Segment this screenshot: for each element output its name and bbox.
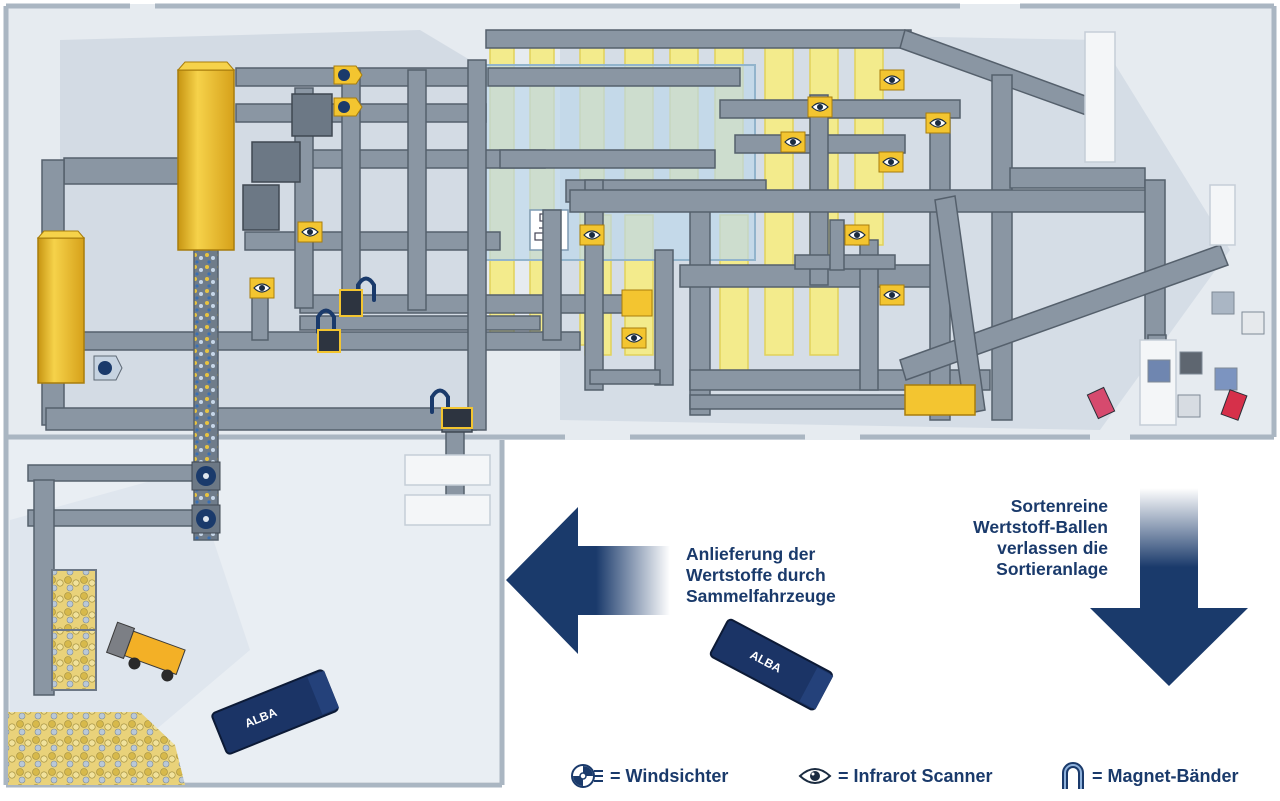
building-walls: [3, 3, 1277, 788]
bales-label-line: Sortenreine: [1010, 496, 1108, 516]
bales-label-line: Sortieranlage: [996, 559, 1108, 579]
windsichter-icon: [571, 764, 603, 788]
delivery-label-line: Wertstoffe durch: [686, 565, 826, 585]
legend-windsichter-label: = Windsichter: [610, 765, 729, 786]
eddy-current-unit: [621, 289, 653, 317]
delivery-label-line: Anlieferung der: [686, 544, 816, 564]
magnet-units: [316, 276, 450, 414]
wheel-loader: [105, 621, 186, 682]
drum-screen-small: [36, 230, 86, 384]
windsichter-units: [93, 65, 363, 534]
magnet-belt-blocks: [317, 289, 473, 429]
legend-magnet: = Magnet-Bänder: [1060, 762, 1239, 790]
output-bays: [404, 31, 1236, 526]
drum-screen-large: [176, 61, 236, 251]
legend-windsichter: = Windsichter: [570, 762, 728, 790]
waste-pile: [8, 712, 185, 785]
collection-truck-left: ALBA: [211, 669, 340, 755]
magnet-icon: [1062, 762, 1084, 789]
yellow-platform: [904, 384, 976, 416]
legend-infrared-scanner: = Infrarot Scanner: [798, 762, 993, 790]
conveyor-network: [27, 29, 1229, 696]
legend-infrared-scanner-label: = Infrarot Scanner: [838, 765, 993, 786]
material-bales: [1147, 291, 1265, 418]
bales-label-line: verlassen die: [997, 538, 1108, 558]
bales-label-line: Wertstoff-Ballen: [973, 517, 1108, 537]
delivery-arrow: [506, 507, 670, 654]
bales-label: Sortenreine Wertstoff-Ballen verlassen d…: [973, 496, 1108, 580]
infrared-scanner-icon: [798, 768, 832, 784]
infrared-scanner-units: [249, 69, 951, 349]
delivery-label-line: Sammelfahrzeuge: [686, 586, 836, 606]
collection-truck-right: ALBA: [709, 618, 834, 711]
forklifts: [1086, 386, 1248, 421]
delivery-label: Anlieferung der Wertstoffe durch Sammelf…: [686, 544, 836, 607]
legend-magnet-label: = Magnet-Bänder: [1092, 765, 1239, 786]
bales-exit-arrow: [1090, 488, 1248, 686]
